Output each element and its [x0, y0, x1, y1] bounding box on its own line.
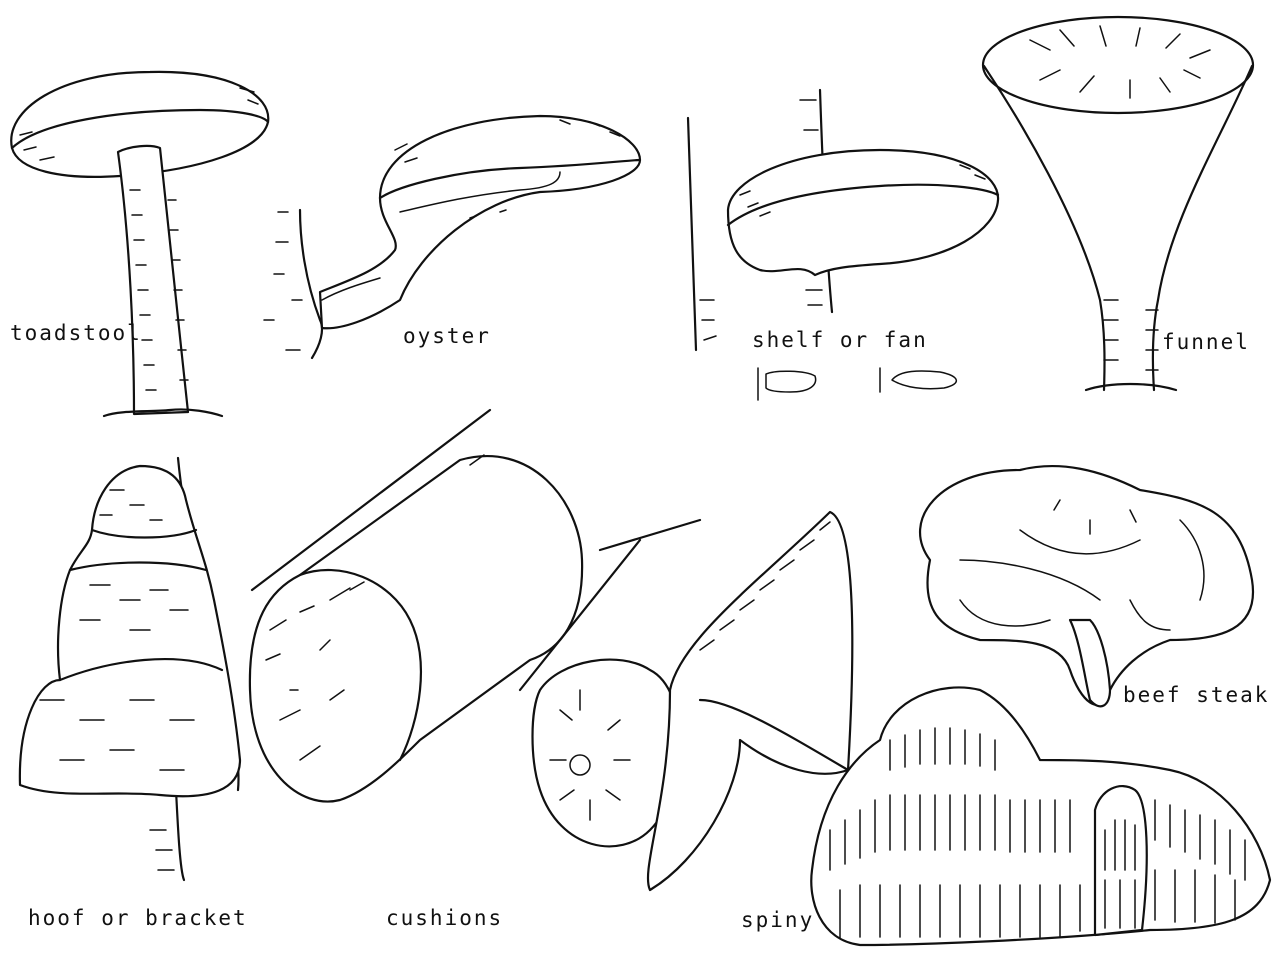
hoof-drawing — [20, 458, 240, 880]
shelf-drawing — [688, 90, 998, 400]
spiny-cluster-drawing — [811, 687, 1270, 945]
label-toadstool: toadstool — [10, 323, 142, 344]
label-funnel: funnel — [1162, 332, 1250, 353]
label-beef-steak: beef steak — [1123, 685, 1269, 706]
label-cushions: cushions — [386, 908, 503, 929]
toadstool-drawing — [11, 72, 268, 416]
oyster-drawing — [264, 116, 640, 358]
beef-steak-drawing — [920, 466, 1253, 706]
label-hoof-or-bracket: hoof or bracket — [28, 908, 248, 929]
label-oyster: oyster — [403, 326, 491, 347]
label-spiny: spiny — [741, 910, 814, 931]
label-shelf-or-fan: shelf or fan — [752, 330, 928, 351]
